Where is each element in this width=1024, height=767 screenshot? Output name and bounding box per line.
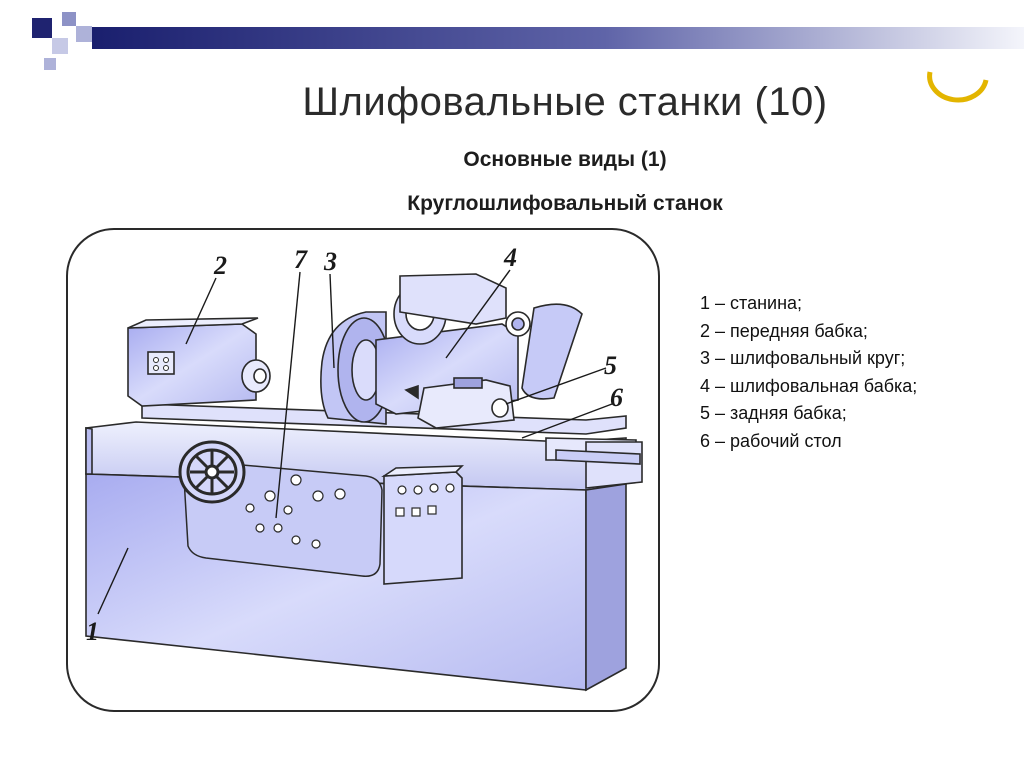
callout-3: 3 bbox=[323, 247, 337, 276]
grinding-machine-illustration: 2 7 3 4 5 6 1 bbox=[66, 228, 660, 712]
callout-4: 4 bbox=[503, 243, 517, 272]
legend-item: 2 – передняя бабка; bbox=[700, 318, 917, 346]
header-banner bbox=[0, 0, 1024, 80]
callout-2: 2 bbox=[213, 251, 227, 280]
legend-item: 1 – станина; bbox=[700, 290, 917, 318]
legend-item: 3 – шлифовальный круг; bbox=[700, 345, 917, 373]
headstock bbox=[128, 318, 270, 406]
callout-5: 5 bbox=[604, 351, 617, 380]
electric-cabinet bbox=[384, 466, 462, 584]
diagram-heading: Круглошлифовальный станок bbox=[0, 192, 1024, 216]
slide-subtitle: Основные виды (1) bbox=[0, 148, 1024, 172]
legend-item: 5 – задняя бабка; bbox=[700, 400, 917, 428]
callout-1: 1 bbox=[86, 617, 99, 646]
handwheel-icon bbox=[180, 442, 244, 502]
parts-legend: 1 – станина; 2 – передняя бабка; 3 – шли… bbox=[700, 290, 917, 455]
callout-7: 7 bbox=[294, 245, 308, 274]
legend-item: 4 – шлифовальная бабка; bbox=[700, 373, 917, 401]
slide-title: Шлифовальные станки (10) bbox=[0, 80, 1024, 125]
callout-6: 6 bbox=[610, 383, 623, 412]
legend-item: 6 – рабочий стол bbox=[700, 428, 917, 456]
